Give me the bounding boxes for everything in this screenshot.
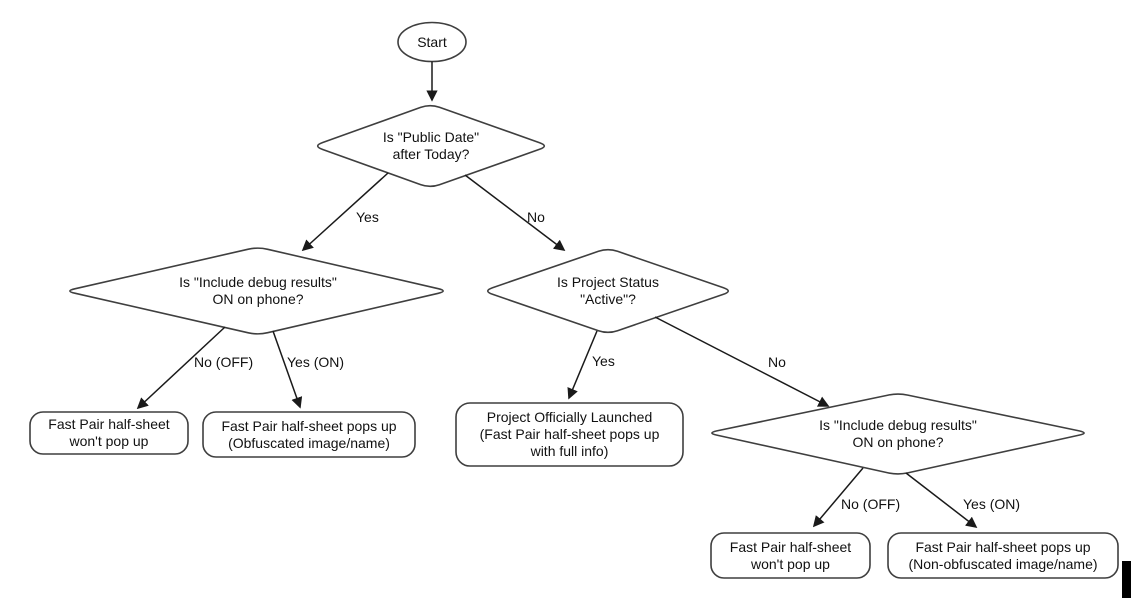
decision-debug-left-shape [69,247,444,335]
arrow-public-date-yes [301,172,389,252]
text-cursor-bar [1122,561,1131,598]
result-obfuscated-shape [202,411,416,458]
edge-label-debug-left-yes: Yes (ON) [287,354,345,370]
decision-project-status-shape [486,248,730,334]
arrow-debug-right-yes [905,472,978,529]
edge-label-debug-left-no: No (OFF) [194,354,254,370]
edge-label-debug-right-no: No (OFF) [841,496,901,512]
edge-label-public-date-yes: Yes [356,209,379,225]
result-launched-shape [455,402,684,467]
result-no-popup-right-shape [710,532,871,579]
result-no-popup-right-label: Fast Pair half-sheet won't pop up [729,538,852,572]
arrow-public-date-no [464,174,566,252]
result-no-popup-left-label: Fast Pair half-sheet won't pop up [48,416,170,449]
decision-project-status-label: Is Project Status "Active"? [557,274,659,307]
decision-debug-right-shape [711,393,1085,475]
result-obfuscated-label: Fast Pair half-sheet pops up (Obfuscated… [221,417,397,451]
decision-public-date-shape [316,104,546,188]
decision-debug-right-label: Is "Include debug results" ON on phone? [819,417,977,450]
arrow-debug-right-no [812,467,864,528]
edge-label-debug-right-yes: Yes (ON) [963,496,1021,512]
result-non-obfuscated-shape [887,532,1119,579]
edge-label-project-status-yes: Yes [592,353,615,369]
edge-label-project-status-no: No [768,354,786,370]
arrow-debug-left-no [136,326,226,410]
edge-label-public-date-no: No [527,209,545,225]
result-non-obfuscated-label: Fast Pair half-sheet pops up (Non-obfusc… [908,538,1098,572]
arrow-project-status-no [654,316,830,407]
arrow-debug-left-yes [272,330,303,409]
start-node-label: Start [417,33,447,50]
decision-public-date-label: Is "Public Date" after Today? [382,129,480,162]
arrow-project-status-yes [567,330,598,400]
decision-debug-left-label: Is "Include debug results" ON on phone? [179,274,337,307]
result-no-popup-left-shape [29,411,189,455]
result-launched-label: Project Officially Launched (Fast Pair h… [479,409,660,459]
